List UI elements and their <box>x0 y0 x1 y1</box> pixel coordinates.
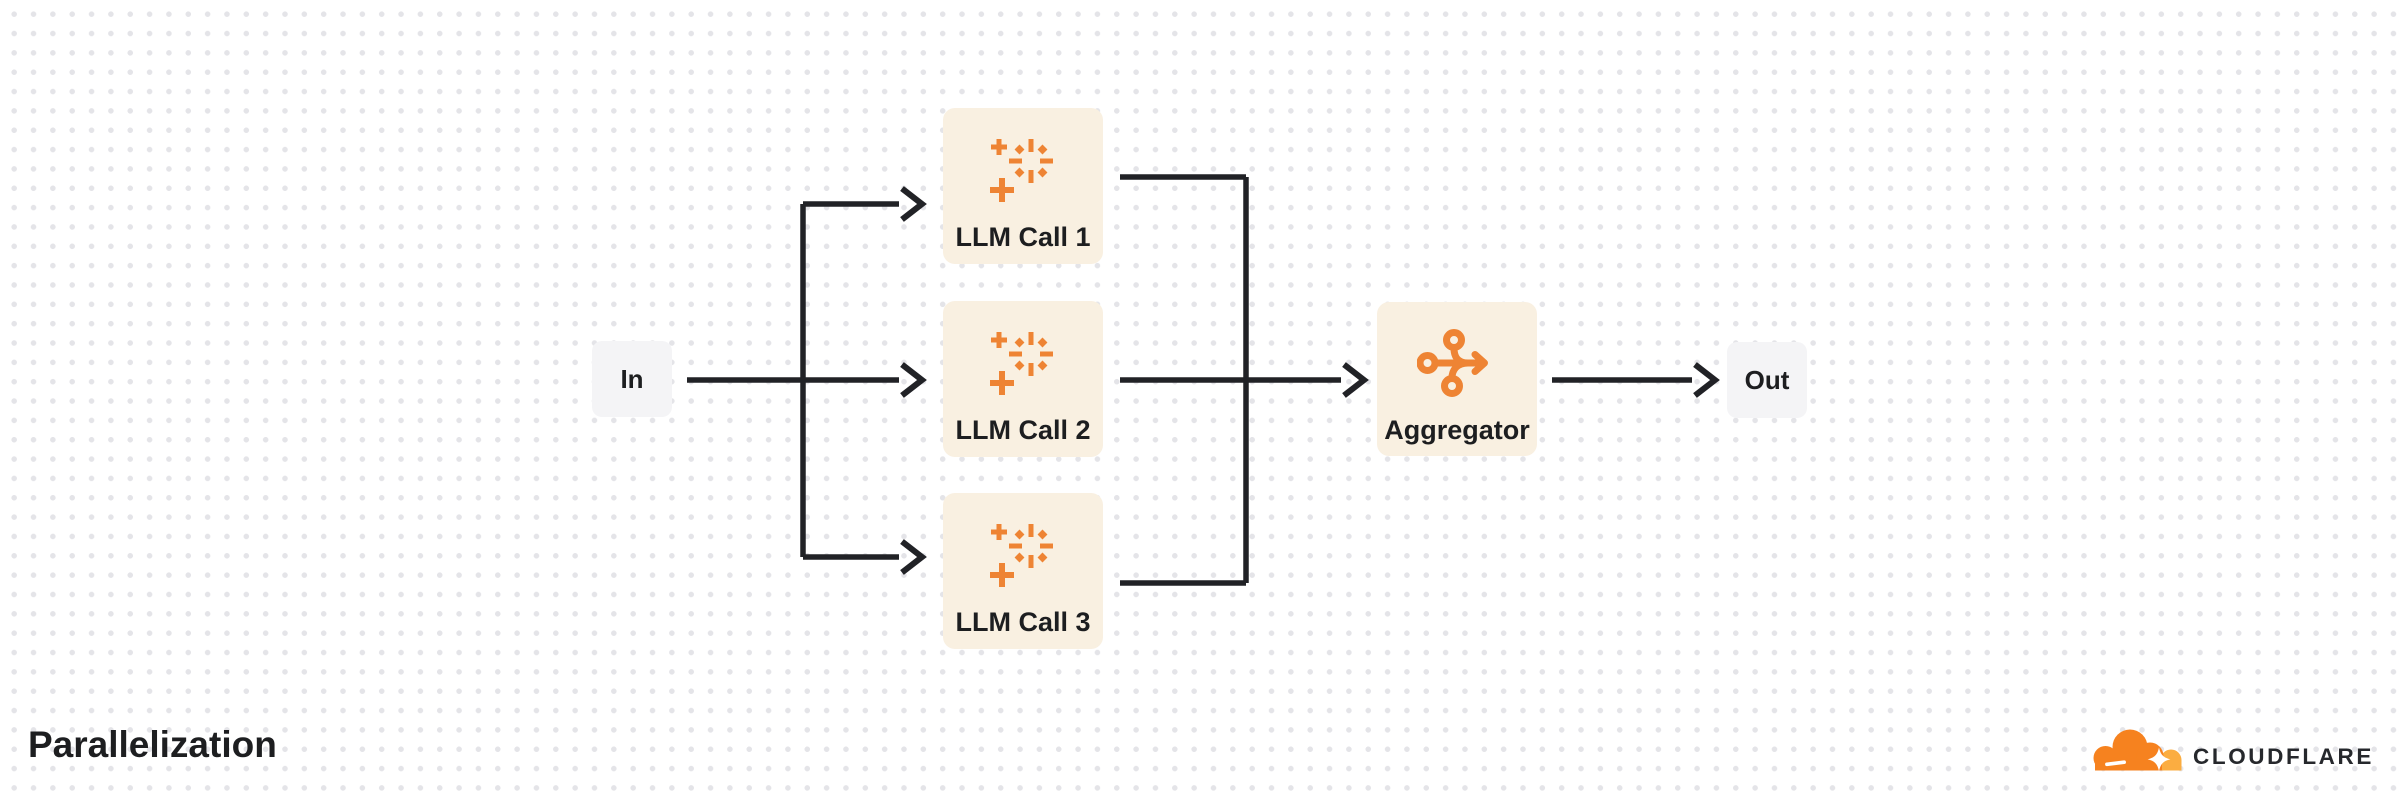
node-aggregator-label: Aggregator <box>1384 415 1530 445</box>
node-out-label: Out <box>1744 365 1790 395</box>
ai-sparkle-icon <box>987 133 1059 214</box>
node-in-label: In <box>620 364 644 394</box>
arrowhead-llm1 <box>900 186 927 222</box>
node-llm-call-2: LLM Call 2 <box>943 301 1103 457</box>
node-llm-call-2-label: LLM Call 2 <box>955 415 1091 445</box>
node-aggregator: Aggregator <box>1377 302 1537 456</box>
cloudflare-wordmark: CLOUDFLARE <box>2193 744 2374 770</box>
node-llm-call-1: LLM Call 1 <box>943 108 1103 264</box>
arrowhead-llm2 <box>900 362 927 398</box>
merge-arrow-icon <box>1416 329 1497 402</box>
node-llm-call-3: LLM Call 3 <box>943 493 1103 649</box>
ai-sparkle-icon <box>987 326 1059 407</box>
arrowhead-llm3 <box>900 539 927 575</box>
node-in: In <box>592 341 672 417</box>
arrowhead-out <box>1693 362 1720 398</box>
node-llm-call-1-label: LLM Call 1 <box>955 222 1091 252</box>
node-out: Out <box>1727 342 1807 418</box>
ai-sparkle-icon <box>987 518 1059 599</box>
node-llm-call-3-label: LLM Call 3 <box>955 607 1091 637</box>
cloudflare-cloud-logo-icon <box>2086 724 2186 781</box>
cloudflare-branding: CLOUDFLARE <box>2086 724 2374 781</box>
arrowhead-aggregator <box>1342 362 1369 398</box>
diagram-title: Parallelization <box>28 724 277 765</box>
